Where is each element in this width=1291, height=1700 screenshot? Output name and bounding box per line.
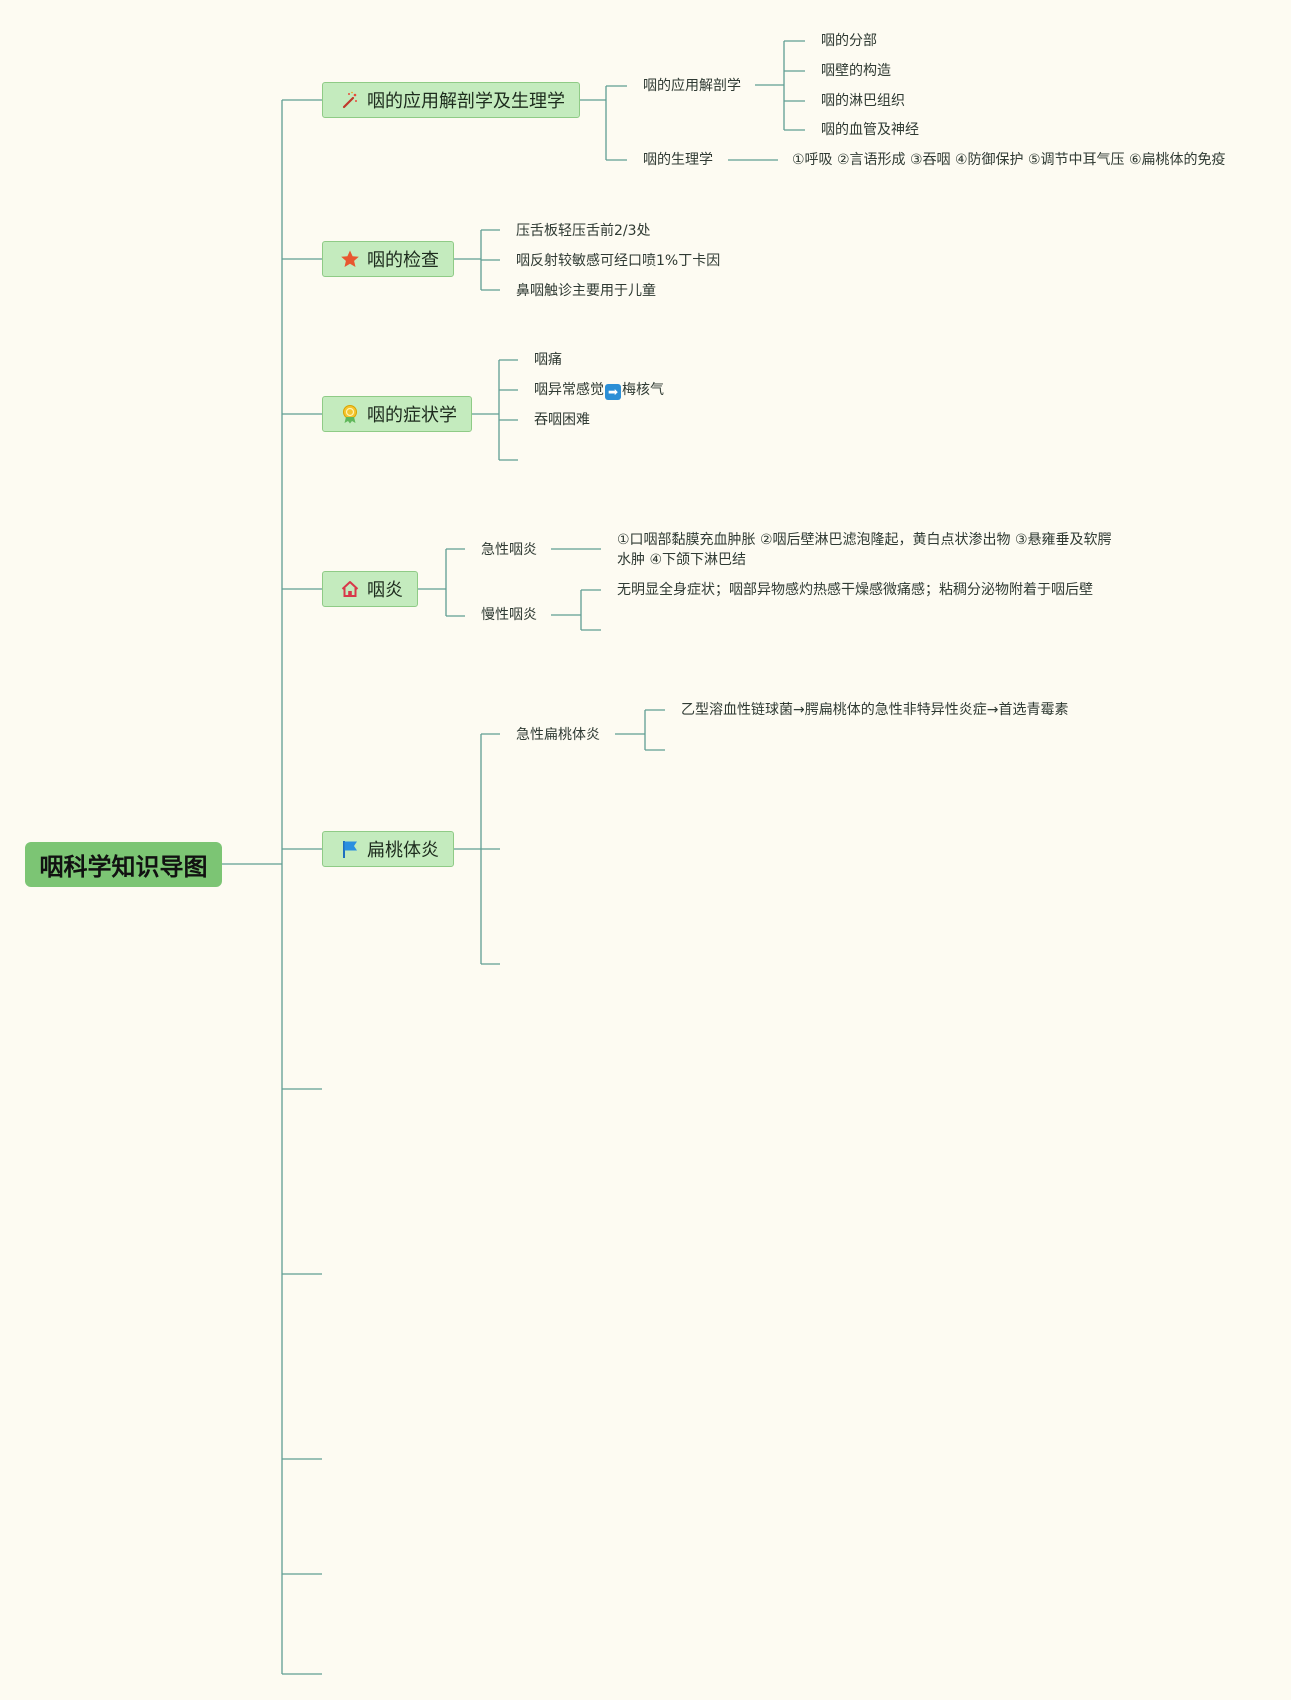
root-topic[interactable]: 咽科学知识导图 — [25, 842, 222, 887]
sub-chronic-pharyngitis[interactable]: 慢性咽炎 — [481, 607, 537, 623]
magic-wand-icon — [339, 89, 361, 111]
sub-acute-pharyngitis[interactable]: 急性咽炎 — [481, 542, 537, 558]
star-icon — [339, 248, 361, 270]
leaf-anatomy-1[interactable]: 咽的分部 — [821, 33, 877, 49]
medal-icon — [339, 403, 361, 425]
home-icon — [339, 578, 361, 600]
leaf-physiology[interactable]: ①呼吸 ②言语形成 ③吞咽 ④防御保护 ⑤调节中耳气压 ⑥扁桃体的免疫 — [792, 152, 1226, 168]
leaf-exam-3[interactable]: 鼻咽触诊主要用于儿童 — [516, 283, 656, 299]
topic-anatomy-physiology[interactable]: 咽的应用解剖学及生理学 — [322, 82, 580, 118]
leaf-exam-1[interactable]: 压舌板轻压舌前2/3处 — [516, 223, 651, 239]
sub-physiology[interactable]: 咽的生理学 — [643, 152, 713, 168]
leaf-chronic-pharyngitis[interactable]: 无明显全身症状；咽部异物感灼热感干燥感微痛感；粘稠分泌物附着于咽后壁 — [617, 582, 1093, 598]
leaf-symptom-1[interactable]: 咽痛 — [534, 352, 562, 368]
leaf-acute-tonsillitis[interactable]: 乙型溶血性链球菌→腭扁桃体的急性非特异性炎症→首选青霉素 — [681, 702, 1069, 718]
leaf-symptom-3[interactable]: 吞咽困难 — [534, 412, 590, 428]
symptom-2-text-b: 梅核气 — [622, 382, 664, 398]
topic-label: 咽炎 — [367, 580, 403, 601]
leaf-symptom-2[interactable]: 咽异常感觉➡梅核气 — [534, 380, 664, 400]
flag-icon — [339, 838, 361, 860]
leaf-anatomy-3[interactable]: 咽的淋巴组织 — [821, 93, 905, 109]
topic-label: 咽的症状学 — [367, 405, 457, 426]
arrow-right-icon: ➡ — [605, 384, 621, 400]
sub-anatomy[interactable]: 咽的应用解剖学 — [643, 78, 741, 94]
symptom-2-text-a: 咽异常感觉 — [534, 382, 604, 398]
topic-pharyngitis[interactable]: 咽炎 — [322, 571, 418, 607]
sub-acute-tonsillitis[interactable]: 急性扁桃体炎 — [516, 727, 600, 743]
topic-label: 咽的检查 — [367, 250, 439, 271]
topic-examination[interactable]: 咽的检查 — [322, 241, 454, 277]
topic-label: 扁桃体炎 — [367, 840, 439, 861]
topic-symptomatology[interactable]: 咽的症状学 — [322, 396, 472, 432]
leaf-anatomy-2[interactable]: 咽壁的构造 — [821, 63, 891, 79]
leaf-acute-pharyngitis[interactable]: ①口咽部黏膜充血肿胀 ②咽后壁淋巴滤泡隆起，黄白点状渗出物 ③悬雍垂及软腭水肿 … — [617, 532, 1112, 568]
leaf-exam-2[interactable]: 咽反射较敏感可经口喷1%丁卡因 — [516, 253, 721, 269]
topic-label: 咽的应用解剖学及生理学 — [367, 91, 565, 112]
root-label: 咽科学知识导图 — [39, 853, 208, 881]
leaf-anatomy-4[interactable]: 咽的血管及神经 — [821, 122, 919, 138]
topic-tonsillitis[interactable]: 扁桃体炎 — [322, 831, 454, 867]
